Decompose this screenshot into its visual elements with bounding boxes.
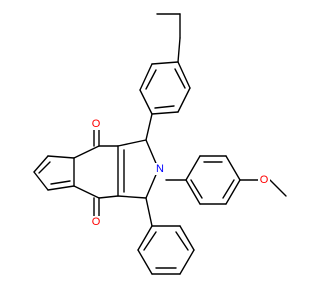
bottom-phenyl-ring — [137, 225, 195, 275]
carbonyl-oxygen-top-label: O — [92, 118, 101, 130]
pyrrole-nitrogen-label: N — [156, 163, 164, 175]
atom-labels: O O N O — [91, 118, 270, 228]
bonds — [33, 13, 287, 275]
fused-benzene-ring — [33, 155, 75, 191]
methoxyphenyl-ring — [185, 155, 241, 205]
methoxy-oxygen-label: O — [260, 174, 269, 186]
top-phenyl-ring — [139, 61, 191, 115]
molecule-structure: O O N O — [33, 13, 287, 275]
propyl-chain — [156, 13, 181, 63]
pyrrole-ring — [117, 139, 159, 199]
quinone-ring — [73, 127, 119, 217]
carbonyl-oxygen-bottom-label: O — [92, 216, 101, 228]
